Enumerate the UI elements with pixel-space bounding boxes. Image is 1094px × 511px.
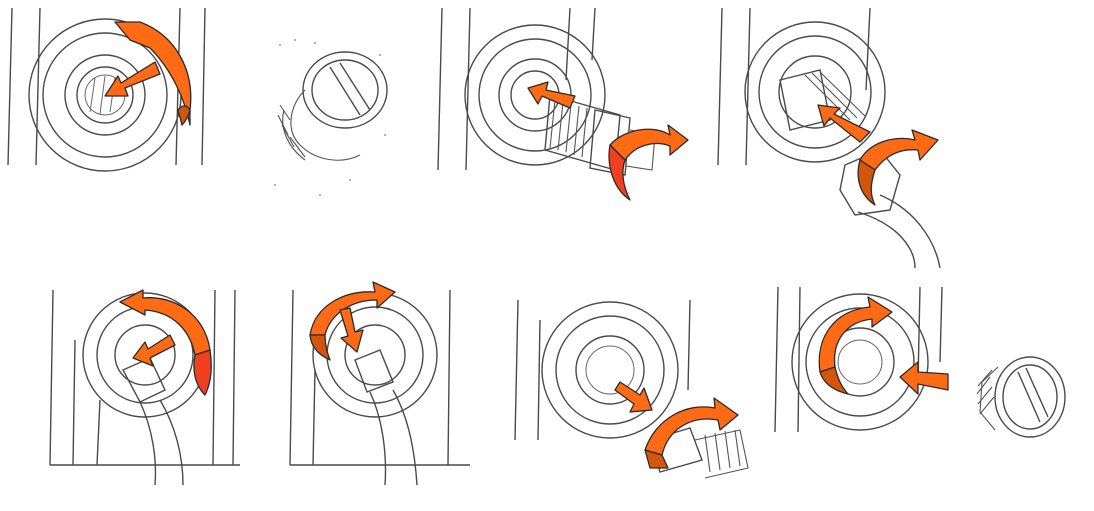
step-8-illustration [770, 282, 1090, 452]
housing-ribs [438, 8, 595, 170]
hose [858, 195, 940, 268]
housing-ribs [718, 8, 870, 165]
step-4-attach-hose-nut [710, 0, 1000, 270]
port-rings [745, 22, 885, 162]
housing-ribs [8, 8, 205, 165]
step-1-illustration [0, 0, 250, 200]
curved-rotate-arrow [860, 130, 938, 170]
curved-rotate-arrow [610, 125, 688, 160]
step-7-remove-adapter [510, 290, 760, 505]
step-6-illustration [285, 280, 475, 495]
straight-push-arrow [528, 82, 575, 108]
housing-ribs [50, 290, 240, 465]
step-6-loosen-hose [285, 280, 475, 495]
step-5-illustration [45, 280, 245, 495]
step-8-reinsert-plug [770, 282, 1090, 452]
port-rings [542, 302, 678, 438]
step-4-illustration [710, 0, 1000, 270]
step-5-tighten-hose [45, 280, 245, 495]
straight-push-arrow [818, 105, 870, 142]
threaded-plug [977, 357, 1065, 437]
threaded-plug [278, 52, 387, 160]
step-2-illustration [260, 25, 400, 205]
step-3-screw-in-adapter [430, 0, 700, 215]
straight-push-arrow [615, 382, 652, 412]
step-3-illustration [430, 0, 700, 215]
step-1-unscrew-plug [0, 0, 250, 200]
straight-push-arrow [133, 335, 175, 366]
step-2-plug-removed [260, 25, 400, 205]
curved-rotate-arrow [645, 398, 738, 455]
hose [123, 358, 183, 485]
step-7-illustration [510, 290, 760, 505]
